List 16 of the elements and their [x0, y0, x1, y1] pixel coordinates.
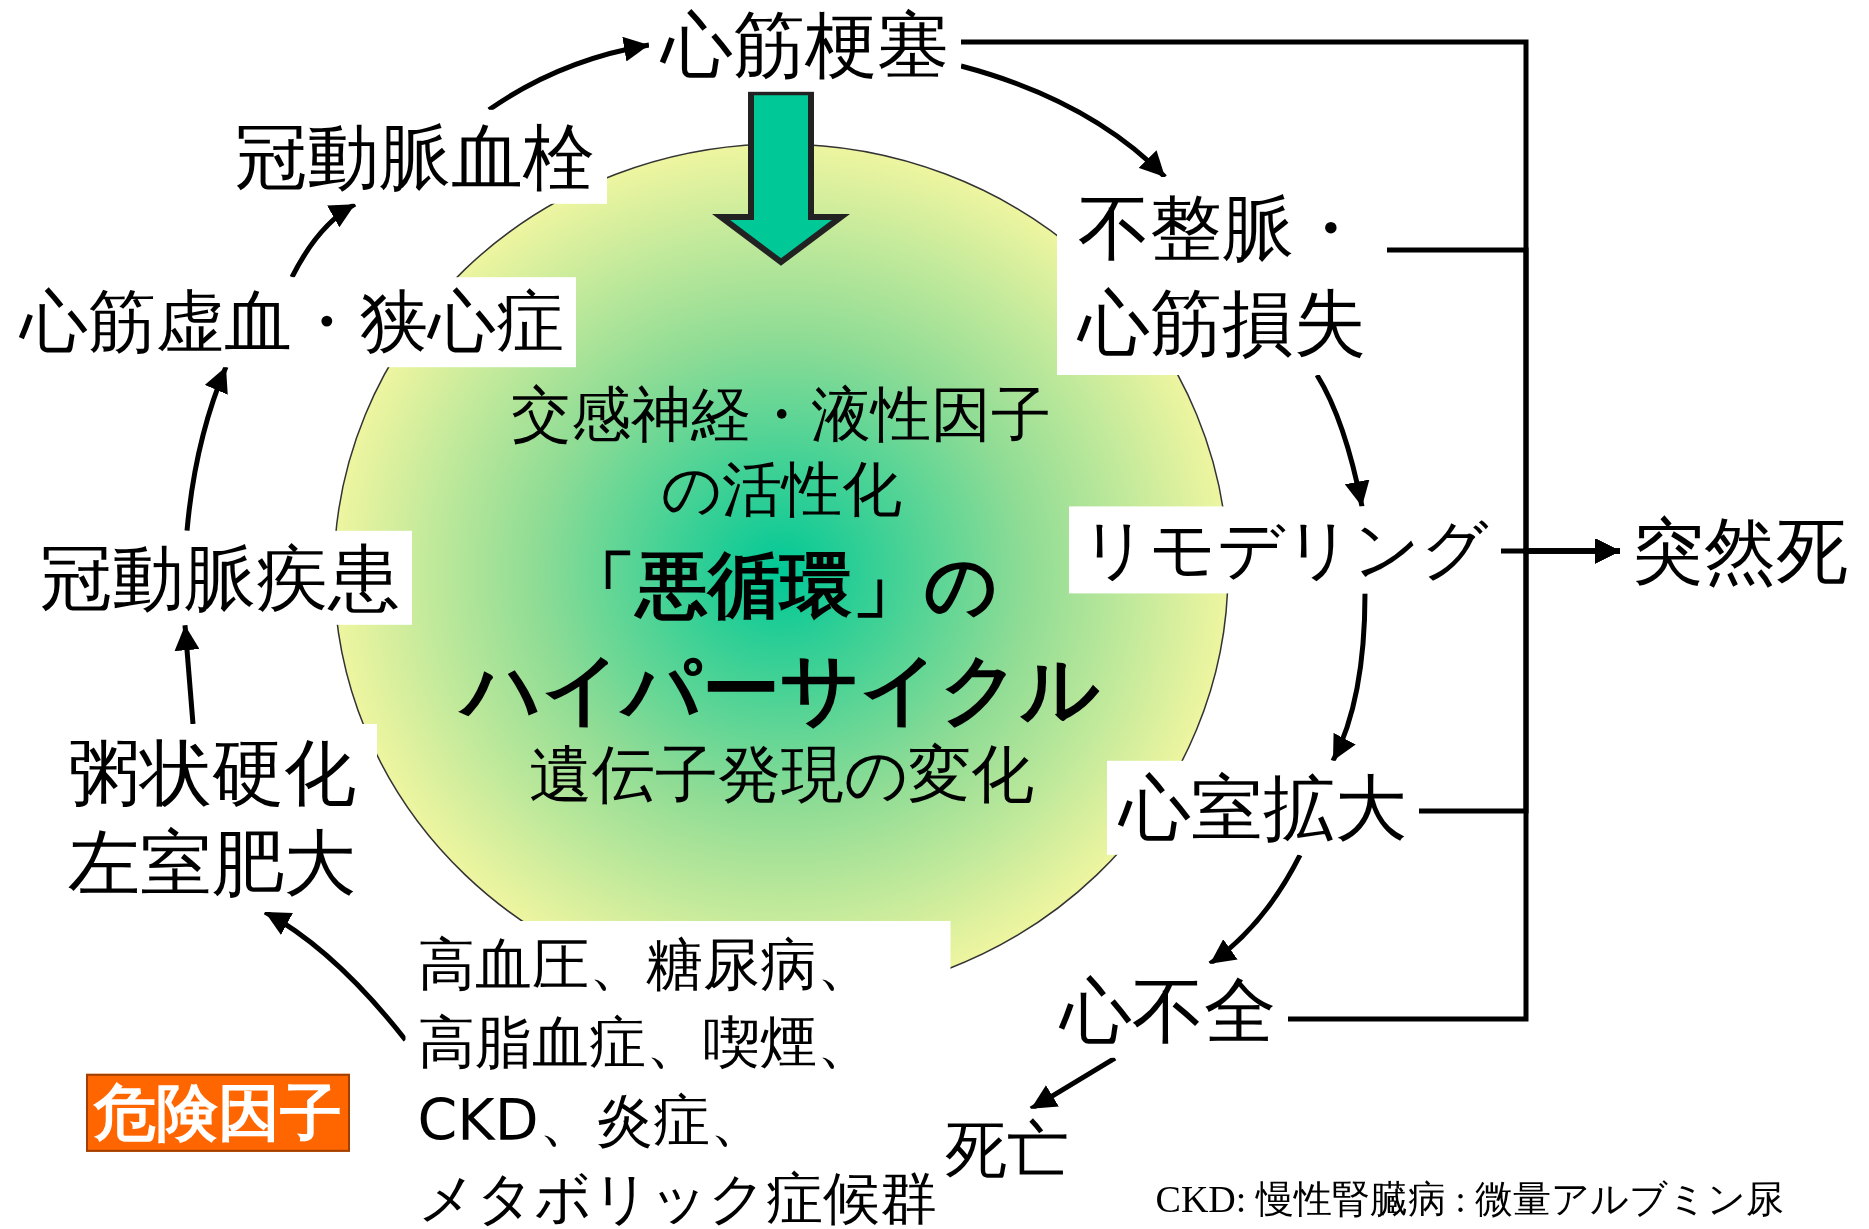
footnote: CKD: 慢性腎臓病 : 微量アルブミン尿 — [1155, 1180, 1785, 1220]
cycle-text: 「悪循環」の — [564, 541, 998, 629]
arrow — [1330, 593, 1368, 762]
arrow — [184, 365, 229, 532]
arrow — [174, 625, 200, 725]
arrow — [487, 37, 650, 112]
risk-factor-box: 危険因子 — [86, 1073, 350, 1153]
arrow — [960, 63, 1167, 179]
block-arrow — [712, 89, 850, 266]
arrow — [1314, 373, 1370, 507]
cycle-text: 交感神経・液性因子の活性化 — [510, 378, 1052, 526]
arrow — [1288, 538, 1620, 1022]
cycle-text: 遺伝子発現の変化 — [528, 737, 1034, 813]
arrow — [1208, 854, 1303, 966]
arrow — [289, 202, 357, 279]
arrow — [1029, 1056, 1117, 1111]
